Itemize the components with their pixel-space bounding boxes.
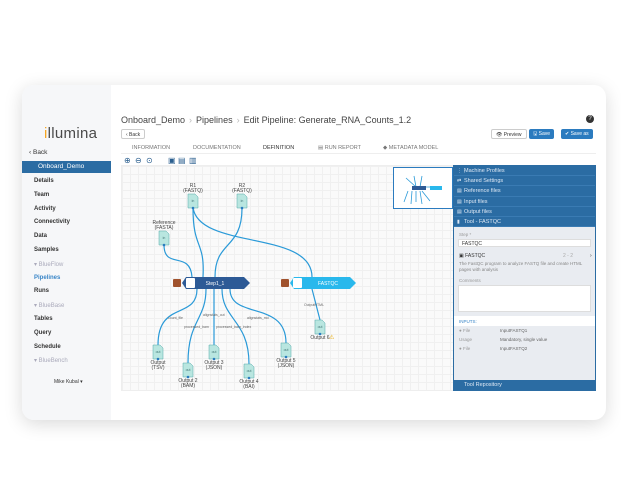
sidebar-item-onboard-demo[interactable]: Onboard_Demo	[22, 161, 111, 173]
sidebar-item-data[interactable]: Data	[34, 233, 48, 240]
tab-label: RUN REPORT	[324, 145, 361, 151]
sidebar-item-pipelines[interactable]: Pipelines	[34, 274, 61, 281]
tool-name: FASTQC	[465, 253, 486, 260]
tab-documentation[interactable]: DOCUMENTATION	[193, 145, 241, 151]
section-label: Shared Settings	[464, 178, 504, 185]
sidebar-item-bluebench[interactable]: ▾ BlueBench	[34, 358, 68, 365]
sidebar-item-blueflow[interactable]: ▾ BlueFlow	[34, 261, 64, 268]
tab-label: METADATA MODEL	[388, 145, 439, 151]
breadcrumb-pipelines[interactable]: Pipelines	[196, 115, 233, 125]
section-icon: ⋮⋮	[457, 168, 467, 174]
inputs-heading: INPUTS:	[454, 316, 595, 327]
sidebar-item-query[interactable]: Query	[34, 329, 52, 336]
sidebar-item-team[interactable]: Team	[34, 191, 50, 198]
section-icon: ⇄	[457, 178, 462, 185]
section-label: Output files	[464, 208, 492, 215]
export-icon[interactable]: ▣	[168, 156, 176, 165]
tab-information[interactable]: INFORMATION	[132, 145, 171, 151]
section-icon: ▮	[457, 218, 460, 225]
panel-section-tool---fastqc[interactable]: ▮ Tool - FASTQC	[454, 216, 595, 228]
section-label: Input files	[464, 198, 488, 205]
zoom-in-icon[interactable]: ⊕	[124, 156, 131, 165]
help-icon[interactable]: ?	[586, 115, 594, 123]
breadcrumb: Onboard_Demo›Pipelines›Edit Pipeline: Ge…	[121, 115, 412, 125]
tab-metadata-model[interactable]: ◆ METADATA MODEL	[383, 145, 439, 151]
preview-button[interactable]: 👁 Preview	[491, 129, 527, 139]
zoom-out-icon[interactable]: ⊖	[135, 156, 142, 165]
key: File	[462, 328, 471, 334]
sidebar-item-bluebase[interactable]: ▾ BlueBase	[34, 303, 65, 310]
value: InputFASTQ2	[500, 346, 528, 352]
tool-card[interactable]: ▣ FASTQC 2 - 2 ›	[459, 253, 592, 260]
sidebar-item-tables[interactable]: Tables	[34, 316, 53, 322]
tab-run-report[interactable]: ▤ RUN REPORT	[318, 145, 361, 151]
back-button[interactable]: ‹ Back	[121, 129, 146, 139]
sidebar-item-schedule[interactable]: Schedule	[34, 343, 61, 350]
sidebar-item-activity[interactable]: Activity	[34, 205, 56, 212]
section-icon: ▤	[457, 188, 462, 195]
key: Usage	[459, 337, 473, 343]
step-label: Step *	[459, 232, 472, 238]
tool-repository-bar[interactable]: Tool Repository	[454, 380, 595, 390]
panel-section-shared-settings[interactable]: ⇄Shared Settings	[454, 176, 595, 187]
zoom-reset-icon[interactable]: ⊙	[146, 156, 153, 165]
page-title: Edit Pipeline: Generate_RNA_Counts_1.2	[243, 115, 412, 125]
sidebar-item-runs[interactable]: Runs	[34, 288, 49, 295]
section-icon: ▤	[457, 198, 462, 205]
comments-textarea[interactable]	[458, 285, 591, 313]
key: File	[462, 346, 471, 352]
section-label: Reference files	[464, 188, 501, 195]
minimap-graph	[403, 175, 442, 205]
step-input[interactable]: FASTQC	[458, 239, 591, 248]
comments-label: Comments	[459, 278, 481, 284]
sidebar-back-link[interactable]: ‹ Back	[29, 149, 48, 156]
minimap[interactable]	[393, 167, 453, 209]
illumina-logo: illumina	[44, 125, 98, 142]
panel-section-input-files[interactable]: ▤Input files	[454, 196, 595, 207]
tool-version: 2 - 2	[563, 253, 574, 260]
section-label: Tool - FASTQC	[464, 218, 501, 225]
panel-section-output-files[interactable]: ▤Output files	[454, 206, 595, 217]
sidebar-item-details[interactable]: Details	[34, 178, 54, 184]
panel-section-machine-profiles[interactable]: ⋮⋮Machine Profiles	[454, 166, 595, 177]
section-icon: ▤	[457, 208, 462, 215]
user-menu[interactable]: Mike Kubal ▾	[54, 379, 83, 385]
chevron-right-icon[interactable]: ›	[590, 253, 592, 260]
clipboard-icon[interactable]: ▥	[189, 156, 197, 165]
properties-panel: ⋮⋮Machine Profiles⇄Shared Settings▤Refer…	[453, 165, 596, 391]
document-icon[interactable]: ▤	[178, 156, 186, 165]
value: Mandatory, single value	[500, 337, 548, 343]
back-label: Back	[32, 149, 48, 156]
value: InputFASTQ1	[500, 328, 528, 334]
breadcrumb-project[interactable]: Onboard_Demo	[121, 115, 186, 125]
panel-section-reference-files[interactable]: ▤Reference files	[454, 186, 595, 197]
tab-divider	[121, 153, 596, 154]
save-button[interactable]: 🖫 Save	[529, 129, 555, 139]
tool-description: The FastQC program to analyze FASTQ file…	[459, 261, 583, 273]
sidebar-item-samples[interactable]: Samples	[34, 247, 59, 253]
save-as-button[interactable]: ✔ Save as	[561, 129, 593, 139]
sidebar-item-connectivity[interactable]: Connectivity	[34, 219, 71, 226]
section-label: Machine Profiles	[464, 168, 505, 174]
input-usage-row: Usage Mandatory, single value	[454, 335, 595, 344]
